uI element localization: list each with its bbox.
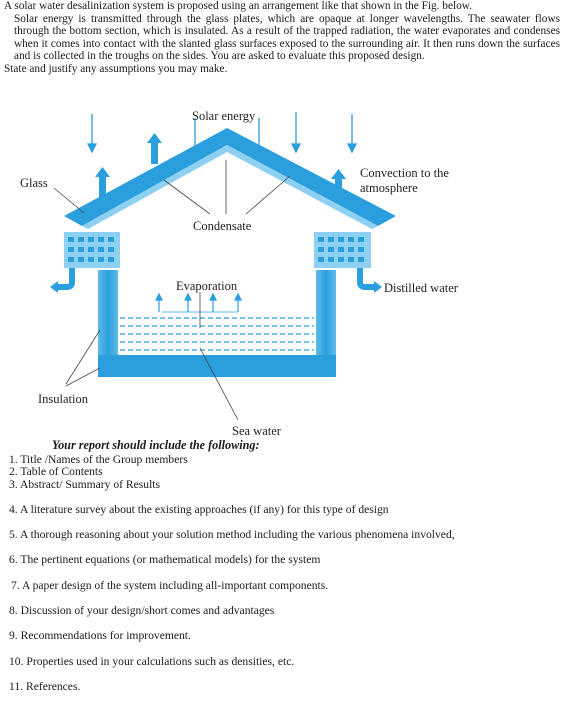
right-outlet-pipe [357, 268, 374, 290]
glass-label: Glass [20, 176, 48, 190]
report-item-title: 1. Title /Names of the Group members [9, 453, 188, 466]
left-trough [64, 232, 120, 268]
report-item-paper-design: 7. A paper design of the system includin… [11, 579, 329, 592]
condensate-label: Condensate [193, 219, 252, 233]
report-heading: Your report should include the following… [52, 438, 260, 452]
report-item-properties: 10. Properties used in your calculations… [9, 655, 295, 668]
distilled-water-label: Distilled water [384, 281, 459, 295]
intro-paragraph: Solar energy is transmitted through the … [14, 12, 560, 63]
solar-arrows [86, 112, 358, 160]
insulation-label: Insulation [38, 392, 89, 406]
right-insulation-wall [316, 270, 336, 374]
glass-roof [64, 128, 396, 226]
problem-statement: A solar water desalinization system is p… [4, 0, 560, 76]
report-item-abstract: 3. Abstract/ Summary of Results [9, 478, 161, 491]
intro-sentence-1: A solar water desalinization system is p… [4, 0, 472, 12]
sea-water-basin [118, 314, 316, 355]
convection-label-line2: atmosphere [360, 181, 418, 195]
convection-arrows [95, 133, 346, 200]
evaporation-arrows [155, 292, 242, 313]
report-item-equations: 6. The pertinent equations (or mathemati… [9, 553, 321, 566]
right-outlet-arrowhead [374, 281, 382, 293]
leader-lines [53, 160, 291, 421]
report-item-discussion: 8. Discussion of your design/short comes… [9, 604, 275, 617]
report-item-reasoning: 5. A thorough reasoning about your solut… [9, 528, 455, 541]
left-outlet-pipe [58, 268, 75, 290]
convection-label-line1: Convection to the [360, 166, 449, 180]
report-item-recommendations: 9. Recommendations for improvement. [9, 629, 191, 642]
right-trough [314, 232, 371, 268]
desalination-figure: Solar energy Glass Convection to the atm… [20, 109, 459, 438]
solar-energy-label: Solar energy [192, 109, 256, 123]
report-item-references: 11. References. [9, 680, 81, 693]
evaporation-label: Evaporation [176, 279, 238, 293]
bottom-insulation [98, 355, 336, 377]
report-item-literature: 4. A literature survey about the existin… [9, 503, 389, 516]
report-item-toc: 2. Table of Contents [9, 465, 103, 478]
left-insulation-wall [98, 270, 118, 374]
sea-water-label: Sea water [232, 424, 282, 438]
left-outlet-arrowhead [50, 281, 58, 293]
assumptions-note: State and justify any assumptions you ma… [4, 62, 228, 75]
